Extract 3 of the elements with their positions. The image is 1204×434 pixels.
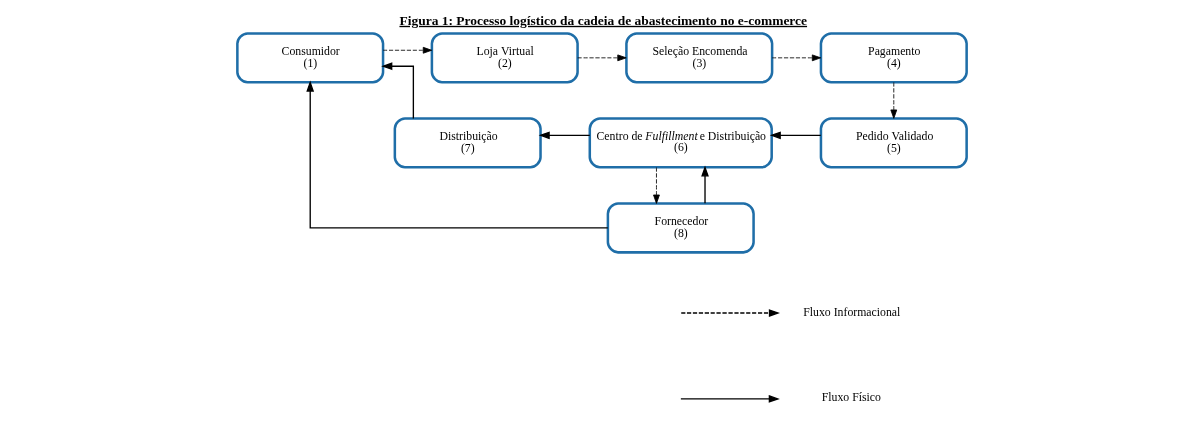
- diagram-title: Figura 1: Processo logístico da cadeia de abastecimento no e-commerce: [399, 12, 808, 28]
- legend-label: Fluxo Físico: [821, 391, 881, 405]
- legend-label: Fluxo Informacional: [803, 306, 901, 320]
